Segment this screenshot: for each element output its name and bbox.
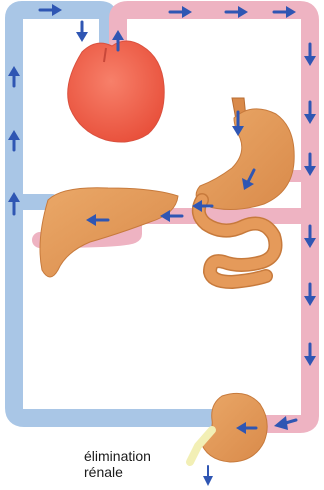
heart-shape [68,41,164,142]
liver-shape [40,188,178,277]
arrow-down-icon [76,22,88,42]
renal-elimination-label: élimination rénale [84,448,151,480]
liver [40,188,178,277]
stomach-shape [196,109,294,210]
stomach [196,98,294,210]
heart [68,41,164,142]
arrow-down-icon [203,466,213,486]
caption-line-2: rénale [84,464,151,480]
caption-line-1: élimination [84,448,151,464]
